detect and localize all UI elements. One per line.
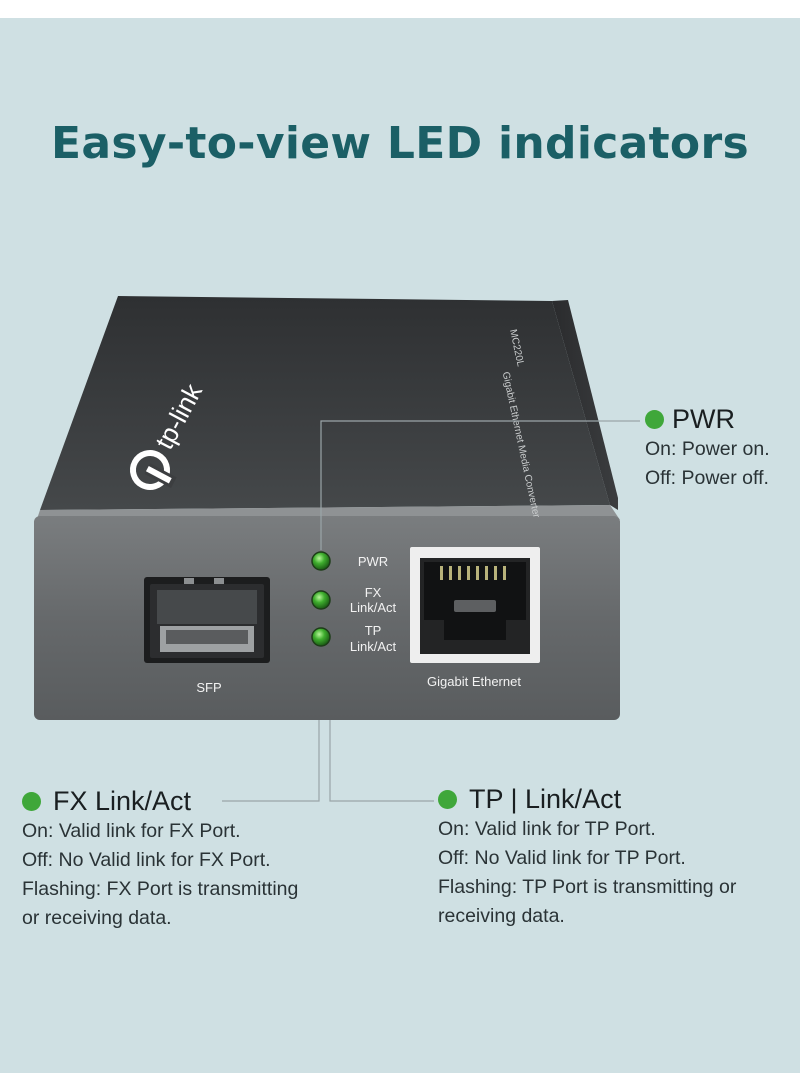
led-bullet-icon (645, 410, 664, 429)
led-fx (311, 590, 331, 610)
callout-fx-line: Off: No Valid link for FX Port. (22, 849, 271, 871)
sfp-port (144, 577, 270, 663)
callout-tp-line: receiving data. (438, 905, 565, 927)
callout-tp-title: TP | Link/Act (469, 784, 622, 814)
led-label-fx-1: FX (365, 585, 382, 600)
callout-pwr: PWR On: Power on. Off: Power off. (645, 404, 770, 493)
callout-tp: TP | Link/Act On: Valid link for TP Port… (438, 784, 736, 931)
led-bullet-icon (438, 790, 457, 809)
callout-fx: FX Link/Act On: Valid link for FX Port. … (22, 786, 298, 933)
leader-line-fx (222, 720, 320, 802)
callout-tp-line: Flashing: TP Port is transmitting or (438, 876, 737, 898)
led-pwr (311, 551, 331, 571)
callout-pwr-title: PWR (672, 404, 735, 434)
headline: Easy-to-view LED indicators (51, 118, 749, 169)
led-bullet-icon (22, 792, 41, 811)
callout-tp-line: Off: No Valid link for TP Port. (438, 847, 686, 869)
led-label-tp-1: TP (365, 623, 382, 638)
leader-line-tp (329, 720, 434, 802)
callout-fx-line: or receiving data. (22, 907, 172, 929)
sfp-label: SFP (196, 680, 221, 695)
callout-tp-line: On: Valid link for TP Port. (438, 818, 656, 840)
led-label-pwr: PWR (358, 554, 388, 569)
device-right-side (552, 300, 618, 510)
callout-fx-line: Flashing: FX Port is transmitting (22, 878, 299, 900)
ethernet-port (410, 547, 540, 663)
led-label-tp-2: Link/Act (350, 639, 397, 654)
callout-fx-title: FX Link/Act (53, 786, 192, 816)
callout-fx-line: On: Valid link for FX Port. (22, 820, 241, 842)
callout-pwr-line: Off: Power off. (645, 467, 769, 489)
device-top-surface (40, 296, 610, 510)
leader-lines (222, 420, 640, 802)
led-label-fx-2: Link/Act (350, 600, 397, 615)
led-tp (311, 627, 331, 647)
leader-line-pwr (320, 420, 640, 550)
callout-pwr-line: On: Power on. (645, 438, 770, 460)
ethernet-label: Gigabit Ethernet (427, 674, 521, 689)
